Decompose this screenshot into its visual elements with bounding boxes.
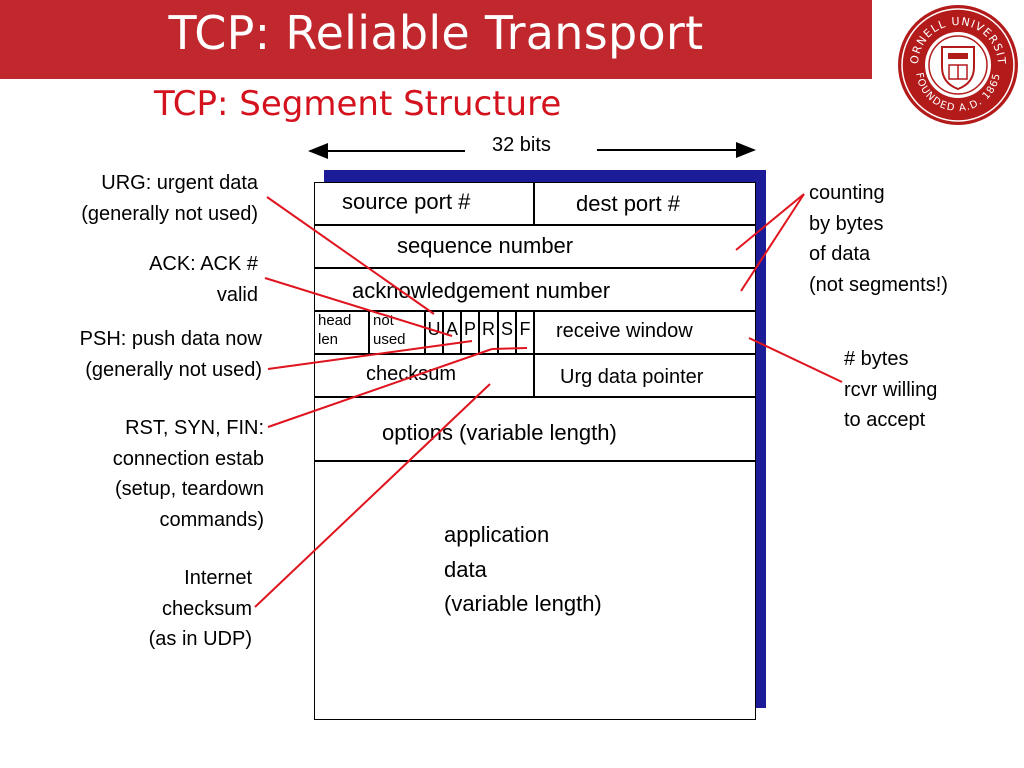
- flag-syn: S: [500, 319, 513, 339]
- annotation-bytes: # bytes rcvr willing to accept: [844, 344, 937, 436]
- annotation-ack: ACK: ACK # valid: [149, 249, 258, 310]
- row-divider: [314, 267, 756, 269]
- field-checksum: checksum: [366, 363, 457, 385]
- field-urg-pointer: Urg data pointer: [560, 366, 704, 388]
- annotation-line: (not segments!): [809, 273, 948, 296]
- header-bar: [0, 0, 872, 79]
- row-divider: [314, 353, 756, 355]
- annotation-line: Internet: [184, 567, 252, 589]
- width-label: 32 bits: [492, 134, 551, 156]
- annotation-line: (generally not used): [85, 358, 262, 381]
- column-divider: [533, 182, 535, 225]
- annotation-internet-checksum: Internet checksum (as in UDP): [149, 563, 252, 655]
- column-divider: [478, 310, 480, 354]
- annotation-line: to accept: [844, 409, 926, 431]
- annotation-line: connection estab: [112, 447, 264, 470]
- annotation-line: by bytes: [809, 212, 884, 235]
- annotation-line: counting: [809, 182, 885, 204]
- annotation-line: (generally not used): [81, 202, 258, 225]
- flag-urg: U: [427, 319, 441, 339]
- subtitle: TCP: Segment Structure: [154, 84, 562, 124]
- flag-rst: R: [482, 319, 495, 339]
- annotation-line: commands): [159, 508, 264, 531]
- field-source-port: source port #: [342, 189, 471, 214]
- annotation-line: checksum: [161, 597, 252, 620]
- annotation-line: rcvr willing: [844, 378, 938, 401]
- annotation-rst-syn-fin: RST, SYN, FIN: connection estab (setup, …: [113, 413, 264, 535]
- field-ack-number: acknowledgement number: [352, 278, 611, 303]
- column-divider: [368, 310, 370, 354]
- annotation-psh: PSH: push data now (generally not used): [80, 324, 262, 385]
- field-head-len: head len: [318, 312, 352, 348]
- row-divider: [314, 396, 756, 398]
- annotation-counting: counting by bytes of data (not segments!…: [809, 178, 948, 300]
- cornell-seal-logo: CORNELL UNIVERSITY FOUNDED A.D. 1865: [896, 3, 1018, 125]
- flag-fin: F: [519, 319, 531, 339]
- field-receive-window: receive window: [556, 320, 693, 342]
- row-divider: [314, 310, 756, 312]
- field-not-used: not used: [373, 312, 406, 348]
- column-divider: [515, 310, 517, 354]
- flag-ack: A: [445, 319, 458, 339]
- annotation-line: ACK: ACK #: [149, 253, 258, 275]
- annotation-urg: URG: urgent data (generally not used): [81, 168, 258, 229]
- field-app-data-line2: data: [444, 557, 487, 582]
- annotation-line: # bytes: [844, 348, 909, 370]
- column-divider: [533, 310, 535, 397]
- annotation-line: valid: [216, 283, 258, 306]
- segment-box: [314, 182, 756, 720]
- annotation-line: RST, SYN, FIN:: [125, 417, 264, 439]
- column-divider: [460, 310, 462, 354]
- annotation-line: of data: [809, 243, 871, 265]
- column-divider: [497, 310, 499, 354]
- annotation-line: URG: urgent data: [101, 172, 258, 194]
- row-divider: [314, 460, 756, 462]
- slide-title: TCP: Reliable Transport: [168, 6, 704, 60]
- field-options: options (variable length): [382, 420, 617, 445]
- annotation-line: (setup, teardown: [115, 478, 264, 500]
- field-app-data-line3: (variable length): [444, 591, 602, 616]
- flag-psh: P: [463, 319, 476, 339]
- annotation-line: (as in UDP): [148, 628, 252, 650]
- field-dest-port: dest port #: [576, 191, 680, 216]
- field-sequence-number: sequence number: [397, 233, 574, 258]
- field-app-data-line1: application: [444, 522, 550, 547]
- row-divider: [314, 224, 756, 226]
- annotation-line: PSH: push data now: [79, 328, 262, 350]
